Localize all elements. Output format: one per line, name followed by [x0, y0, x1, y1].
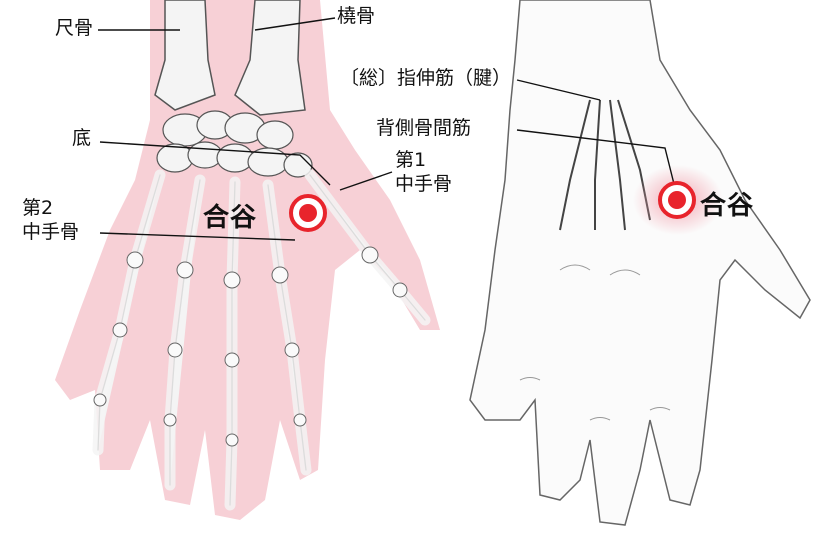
label-metacarpal2-line1: 第2: [22, 198, 53, 220]
label-radius: 橈骨: [337, 6, 375, 28]
label-metacarpal2-line2: 中手骨: [22, 222, 79, 244]
label-metacarpal1-line2: 中手骨: [395, 174, 452, 196]
label-ulna: 尺骨: [55, 18, 93, 40]
acupoint-right: [660, 183, 694, 217]
label-interosseous: 背側骨間筋: [376, 118, 471, 140]
point-name-right: 合谷: [700, 185, 754, 222]
label-metacarpal1-line1: 第1: [395, 150, 426, 172]
point-name-left: 合谷: [203, 197, 257, 234]
label-base: 底: [72, 128, 91, 150]
label-extensor: 〔総〕指伸筋（腱）: [340, 68, 511, 90]
right-hand-outline: [470, 0, 810, 525]
acupoint-left: [291, 196, 325, 230]
right-hand-dorsal: [470, 0, 810, 525]
